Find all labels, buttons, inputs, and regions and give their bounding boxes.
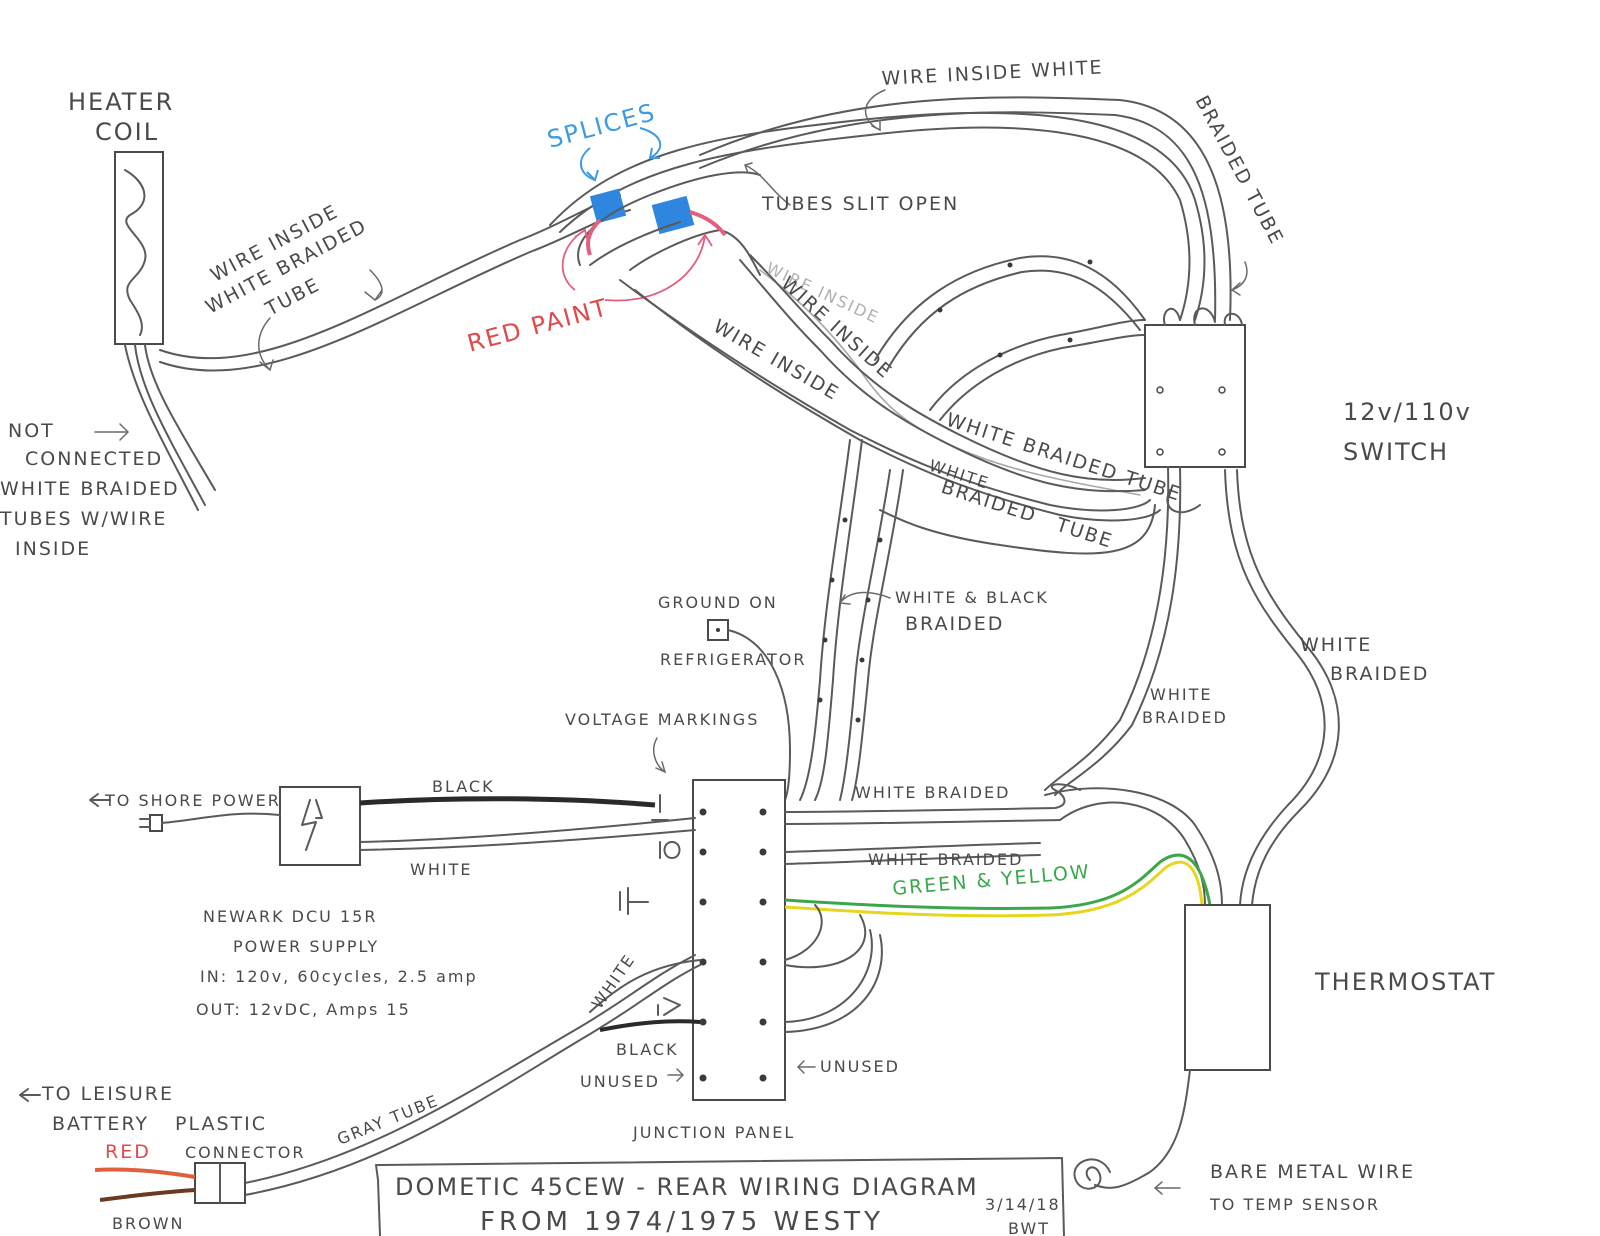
splices-label: SPLICES [544,98,659,154]
power-supply-label-2: POWER SUPPLY [233,937,379,956]
to-shore-power-label: TO SHORE POWER [104,791,281,810]
gray-tube-label: GRAY TUBE [334,1091,441,1149]
unused-right-label: UNUSED [820,1057,900,1076]
plastic-connector-label-1: PLASTIC [175,1113,267,1135]
title-line-2: FROM 1974/1975 WESTY [480,1207,884,1236]
heater-coil-label-1: HEATER [68,88,174,116]
white-braided-mid-label-2: BRAIDED [1142,708,1228,727]
white-black-braided-label-2: BRAIDED [905,613,1004,635]
splice-1 [589,188,627,224]
thermostat-label: THERMOSTAT [1314,968,1496,996]
power-supply-box [279,786,361,866]
heater-coil-label-2: COIL [95,118,159,146]
ground-label-2: REFRIGERATOR [660,650,806,669]
tubes-slit-open-label: TUBES SLIT OPEN [761,193,959,215]
red-paint-label: RED PAINT [464,293,611,358]
black-jp-label: BLACK [616,1040,679,1059]
ground-label-1: GROUND ON [658,593,778,612]
initials-label: BWT [1008,1219,1050,1236]
splice-2 [651,195,695,235]
to-leisure-label-2: BATTERY [52,1113,149,1135]
to-leisure-label-1: TO LEISURE [41,1083,174,1105]
wire-inside-white-label: WIRE INSIDE WHITE [881,56,1104,90]
switch-label-2: SWITCH [1343,438,1449,466]
brown-label: BROWN [112,1214,184,1233]
power-supply-label-3: IN: 120v, 60cycles, 2.5 amp [200,967,478,986]
white-braided-right-label-1: WHITE [1300,634,1372,656]
title-line-1: DOMETIC 45CEW - REAR WIRING DIAGRAM [395,1173,979,1201]
plastic-connector [194,1162,246,1204]
spiral-sensor-icon [1073,1158,1111,1190]
not-connected-label-1: NOT [8,420,55,442]
heater-coil [114,151,164,345]
white-wire-label: WHITE [410,860,472,879]
braided-tube-label: BRAIDED TUBE [1191,92,1288,249]
white-black-braided-label-1: WHITE & BLACK [895,588,1049,607]
bare-metal-label-1: BARE METAL WIRE [1210,1161,1415,1183]
bare-metal-label-2: TO TEMP SENSOR [1209,1195,1380,1214]
not-connected-label-3: WHITE BRAIDED [0,478,180,500]
power-supply-label-1: NEWARK DCU 15R [203,907,377,926]
switch-label-1: 12v/110v [1343,398,1472,426]
lightning-icon [301,799,323,851]
unused-left-label: UNUSED [580,1072,660,1091]
white-braided-right-label-2: BRAIDED [1330,663,1429,685]
junction-panel [692,779,786,1101]
switch-box [1144,307,1246,468]
date-label: 3/14/18 [985,1195,1061,1214]
white-braided-mid-label-1: WHITE [1150,685,1212,704]
not-connected-label-4: TUBES W/WIRE [0,508,167,530]
braid-ticks [817,259,1093,723]
black-wire-label: BLACK [432,777,495,796]
red-label: RED [105,1141,151,1163]
junction-panel-label: JUNCTION PANEL [632,1123,795,1142]
thermostat [1184,904,1271,1071]
plastic-connector-label-2: CONNECTOR [185,1143,305,1162]
white-black-braided-wires [799,439,904,801]
voltage-markings-label: VOLTAGE MARKINGS [565,710,759,729]
power-supply-label-4: OUT: 12vDC, Amps 15 [196,1000,411,1019]
not-connected-label-5: INSIDE [15,538,91,560]
white-braided-jp-label-2: WHITE BRAIDED [868,850,1023,869]
plug-icon [139,812,281,832]
white-braided-jp-label-1: WHITE BRAIDED [855,783,1010,802]
not-connected-label-2: CONNECTED [25,448,163,470]
